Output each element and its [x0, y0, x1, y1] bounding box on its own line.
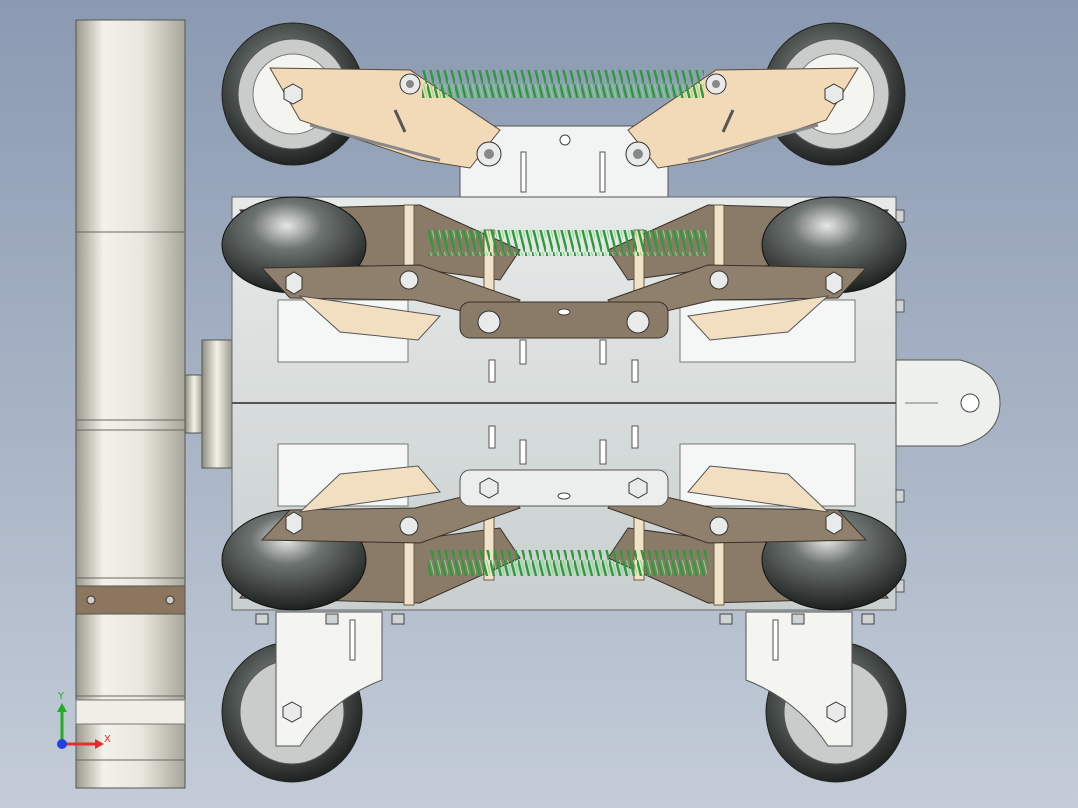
top-spring	[422, 70, 704, 98]
z-axis-dot	[57, 739, 67, 749]
lower-inner-mechanism[interactable]	[221, 465, 907, 611]
upper-spring	[428, 230, 708, 256]
side-view-assembly[interactable]	[75, 19, 233, 789]
top-wheel-assembly[interactable]	[221, 22, 906, 198]
lower-spring	[428, 550, 708, 576]
bottom-wheel-assembly[interactable]	[221, 611, 907, 783]
upper-inner-mechanism[interactable]	[221, 196, 907, 341]
axis-triad: X Y	[57, 691, 111, 749]
y-axis-label: Y	[57, 691, 65, 702]
x-axis-label: X	[104, 734, 111, 745]
